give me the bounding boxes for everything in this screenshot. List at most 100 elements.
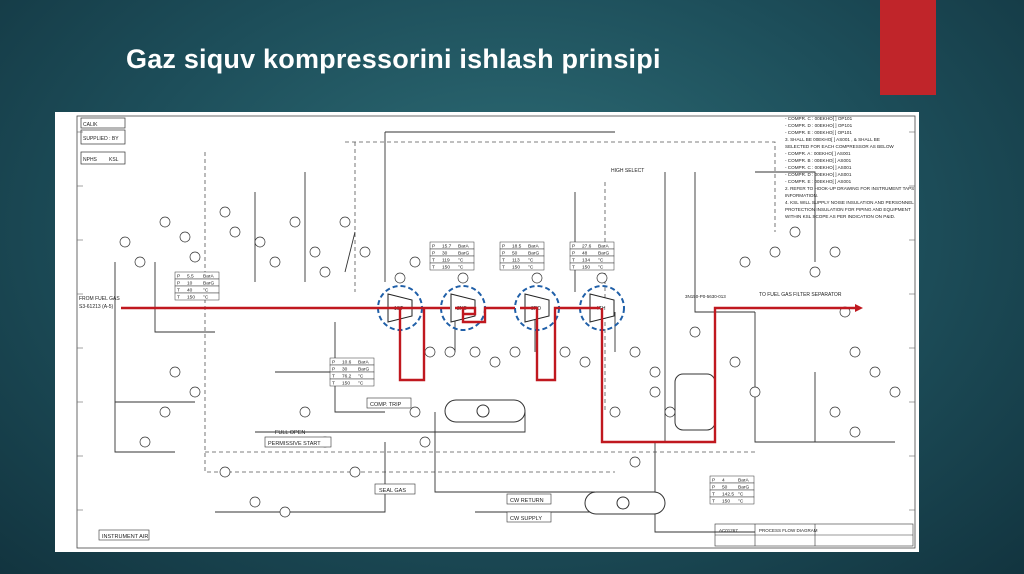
table-value: 113: [512, 258, 520, 264]
table-key: T: [332, 374, 335, 380]
instrument-bubble: [119, 236, 131, 248]
table-key: T: [177, 295, 180, 301]
instrument-bubble: [299, 406, 311, 418]
cw-return-label: CW RETURN: [510, 498, 544, 504]
instrument-bubble: [409, 406, 421, 418]
table-unit: BarG: [358, 367, 369, 373]
instrument-bubble: [739, 256, 751, 268]
instrument-air-box: [98, 529, 150, 541]
table-unit: °C: [358, 381, 364, 387]
boundary-lines: [204, 141, 776, 473]
instrument-air-label: INSTRUMENT AIR: [102, 534, 148, 540]
table-value: 27.6: [582, 244, 592, 250]
table-key: T: [432, 265, 435, 271]
table-unit: BarA: [738, 478, 749, 484]
table-key: P: [177, 274, 180, 280]
cw-supply-label: CW SUPPLY: [510, 516, 542, 522]
table-value: 30: [342, 367, 348, 373]
table-unit: °C: [458, 265, 464, 271]
instrument-bubble: [749, 386, 761, 398]
table-key: P: [432, 251, 435, 257]
title-ref-code: AC01267: [719, 528, 738, 533]
table-unit: BarA: [358, 360, 369, 366]
table-key: T: [712, 492, 715, 498]
table-unit: °C: [738, 499, 744, 505]
table-value: 15.7: [442, 244, 452, 250]
table-value: 76.2: [342, 374, 352, 380]
auxiliary-piping: [114, 131, 895, 533]
instrument-bubble: [249, 496, 261, 508]
table-value: 50: [722, 485, 728, 491]
table-value: 150: [722, 499, 730, 505]
instrument-bubble: [254, 236, 266, 248]
instrument-bubble: [139, 436, 151, 448]
table-value: 4: [722, 478, 725, 484]
instrument-bubble: [339, 216, 351, 228]
table-unit: BarG: [528, 251, 539, 257]
note-line: - COMPR. E : 00EKHO[ ] AS001: [785, 179, 852, 184]
table-value: 10.6: [342, 360, 352, 366]
comp-trip-label: COMP. TRIP: [370, 402, 402, 408]
instrument-bubble: [289, 216, 301, 228]
instrument-bubble: [609, 406, 621, 418]
note-line: - COMPR. E : 00EKHO[ ] OP101: [785, 130, 852, 135]
permissive-start-box: [264, 436, 332, 448]
table-unit: °C: [738, 492, 744, 498]
instrument-bubble: [629, 346, 641, 358]
instrument-bubble: [169, 366, 181, 378]
instrument-bubble: [649, 366, 661, 378]
table-value: 40: [187, 288, 193, 294]
table-key: P: [502, 244, 505, 250]
note-line: 2. REFER TO HOOK-UP DRAWING FOR INSTRUME…: [785, 186, 914, 191]
table-value: 142.5: [722, 492, 734, 498]
table-unit: °C: [598, 258, 604, 264]
title-process-flow: PROCESS FLOW DIAGRAM: [759, 528, 818, 533]
instrument-bubble: [649, 386, 661, 398]
instrument-bubble: [889, 386, 901, 398]
table-value: 10: [187, 281, 193, 287]
instrument-bubbles: [119, 206, 901, 518]
instrument-bubble: [159, 406, 171, 418]
note-line: - COMPR. D : 00EKHO[ ] AS001: [785, 172, 852, 177]
note-line: - COMPR. A : 00EKHO[ ] AS001: [785, 151, 851, 156]
red-accent-bar: [880, 0, 936, 95]
instrument-bubble: [849, 346, 861, 358]
table-key: T: [502, 265, 505, 271]
inlet-line-label-2: FROM FUEL GAS: [79, 296, 120, 302]
note-line: INFORMATION.: [785, 193, 818, 198]
cw-return-box: [506, 493, 552, 505]
table-unit: °C: [358, 374, 364, 380]
table-key: P: [332, 360, 335, 366]
instrument-bubble: [349, 466, 361, 478]
instrument-bubble: [729, 356, 741, 368]
instrument-bubble: [419, 436, 431, 448]
aftercooler: [674, 373, 716, 431]
knockout-drum-2: [444, 399, 526, 423]
table-value: 18.5: [512, 244, 522, 250]
instrument-bubble: [159, 216, 171, 228]
instrument-bubble: [409, 256, 421, 268]
inlet-line-label: S3-61213 (A-5): [79, 304, 114, 310]
instrument-bubble: [689, 326, 701, 338]
table-key: P: [572, 251, 575, 257]
table-key: T: [502, 258, 505, 264]
table-unit: BarA: [528, 244, 539, 250]
table-unit: BarA: [598, 244, 609, 250]
table-key: P: [572, 244, 575, 250]
table-value: 150: [342, 381, 350, 387]
table-key: P: [712, 478, 715, 484]
note-line: - COMPR. D : 00EKHO[ ] OP101: [785, 123, 853, 128]
table-unit: BarG: [598, 251, 609, 257]
instrument-bubble: [279, 506, 291, 518]
pid-diagram: CALIK SUPPLIED : BY NPHS KSL: [55, 112, 919, 552]
instrument-bubble: [829, 246, 841, 258]
table-value: 48: [582, 251, 588, 257]
table-unit: °C: [598, 265, 604, 271]
table-unit: BarA: [458, 244, 469, 250]
table-unit: °C: [203, 288, 209, 294]
table-key: P: [177, 281, 180, 287]
instrument-bubble: [134, 256, 146, 268]
